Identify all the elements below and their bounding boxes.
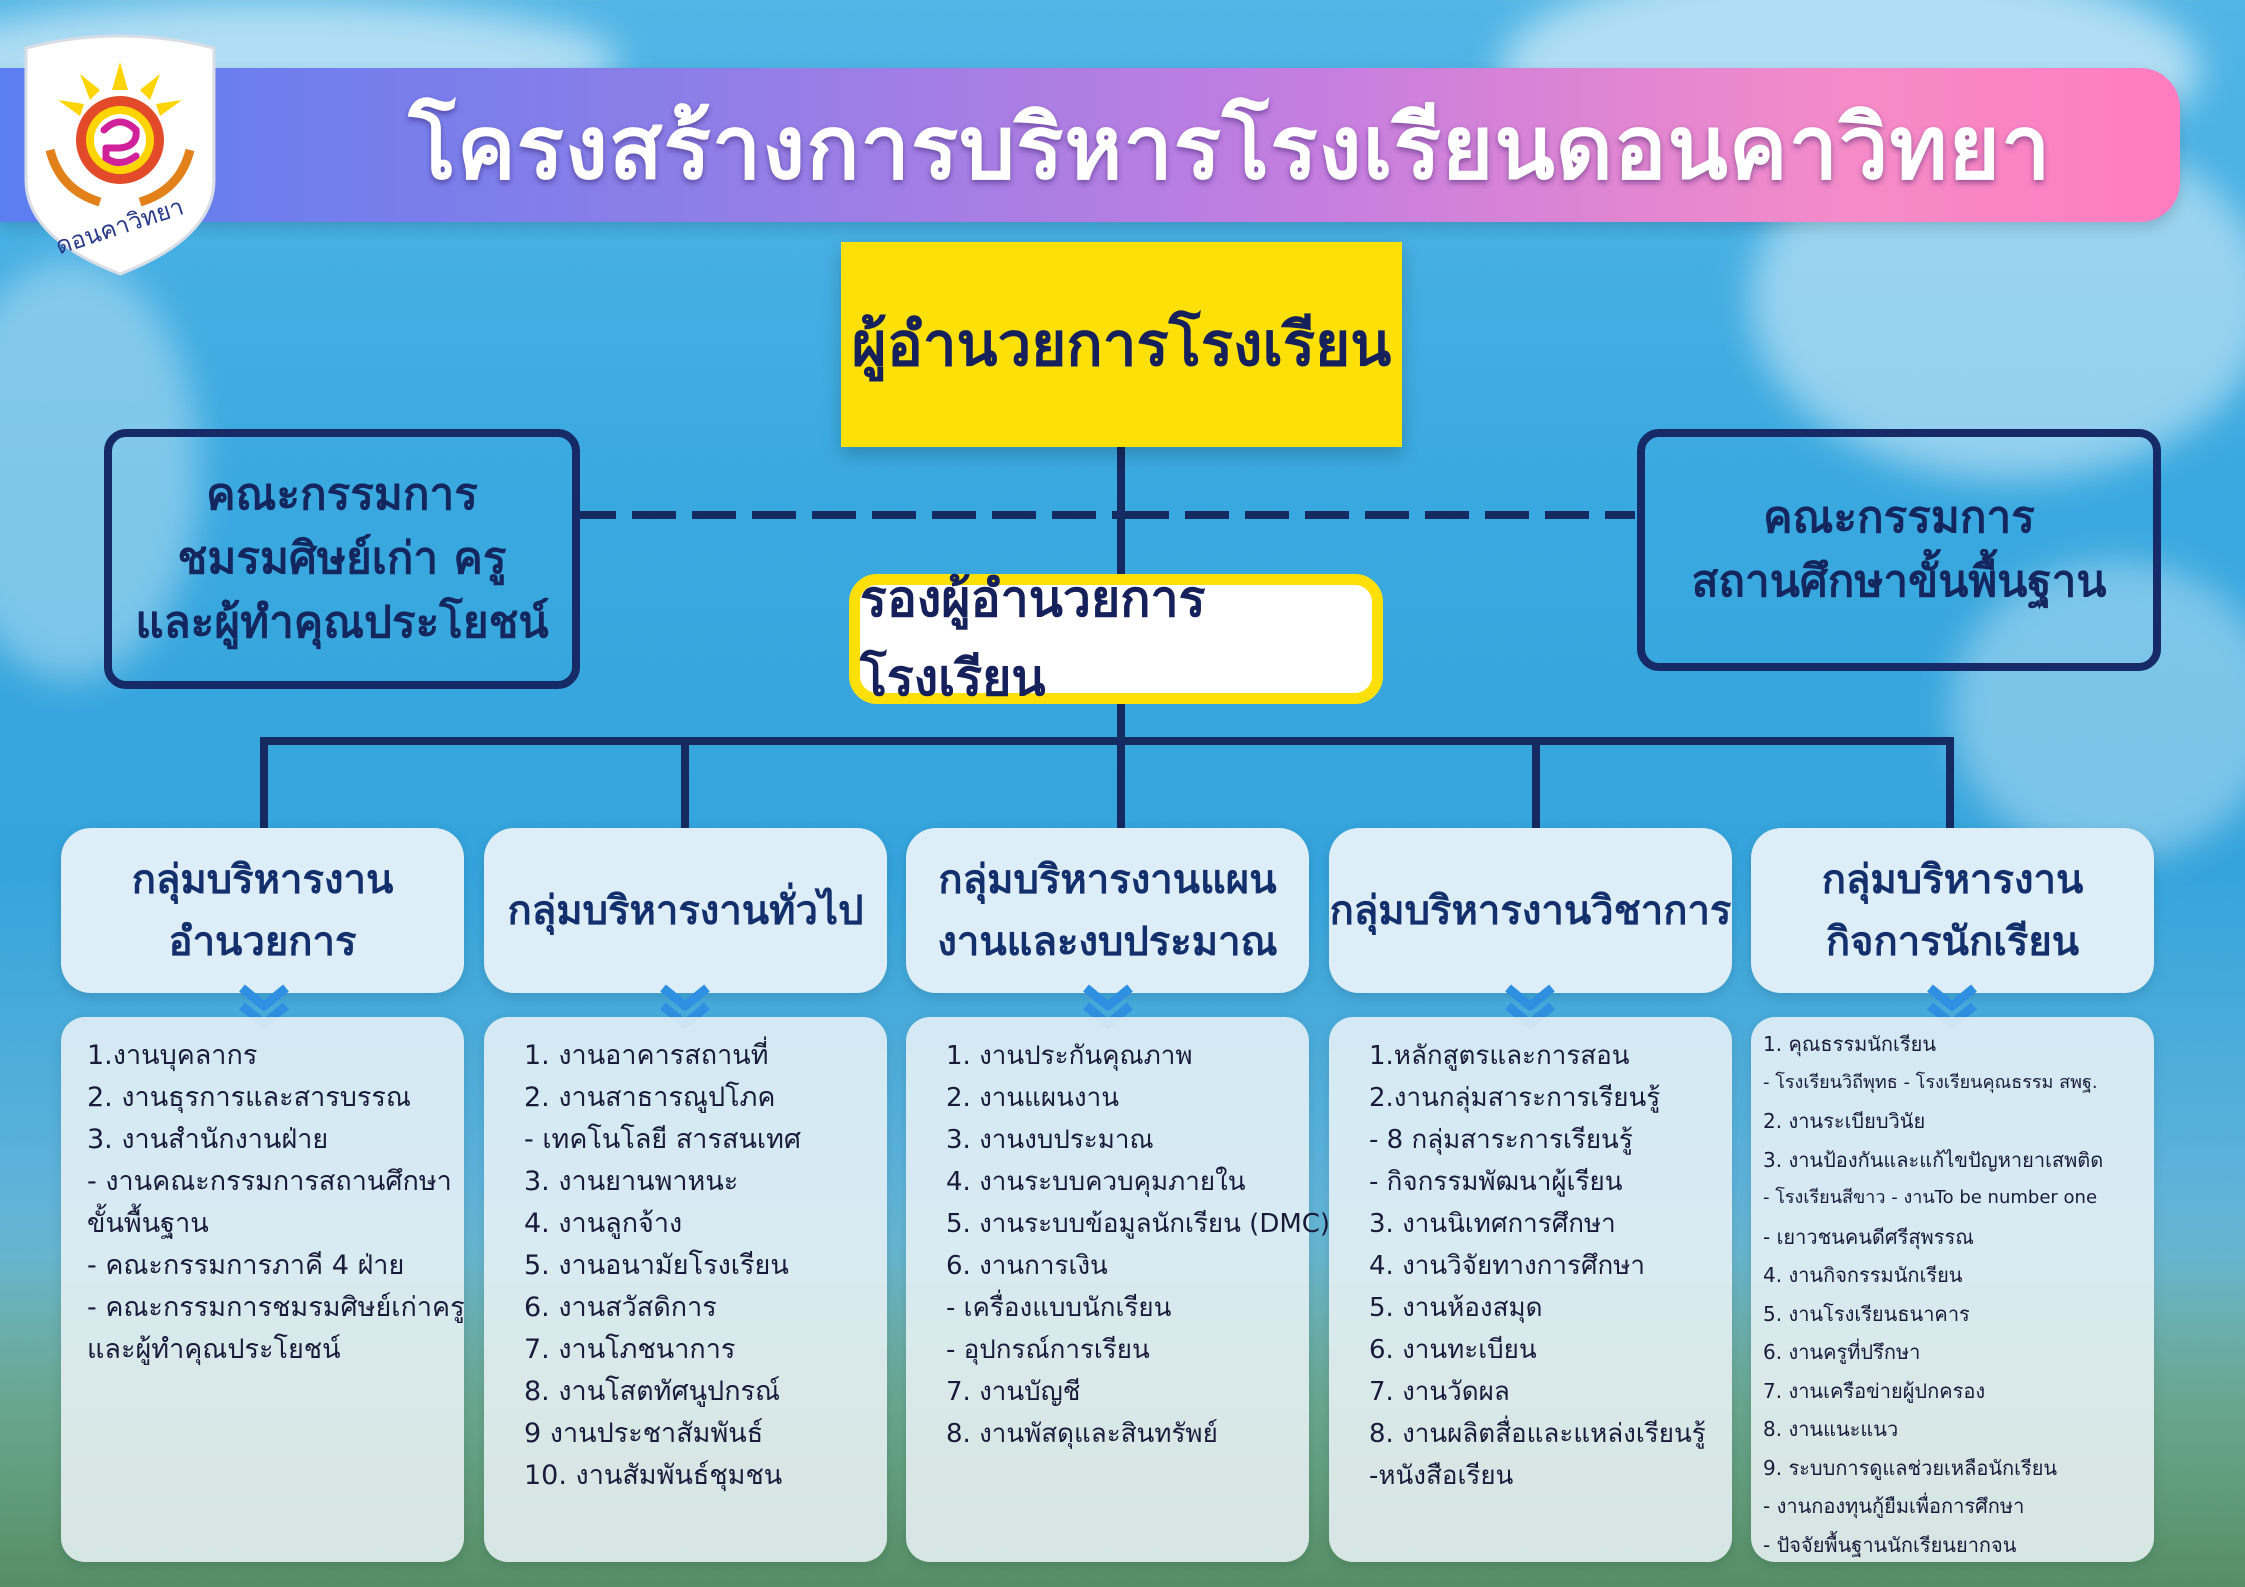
list-item: 3. งานยานพาหนะ bbox=[524, 1166, 739, 1197]
list-item: 10. งานสัมพันธ์ชุมชน bbox=[524, 1460, 783, 1491]
list-item: - อุปกรณ์การเรียน bbox=[946, 1335, 1150, 1365]
connector-group-2 bbox=[681, 737, 689, 830]
list-item: 6. งานครูที่ปรึกษา bbox=[1763, 1340, 1921, 1364]
list-item: - คณะกรรมการชมรมศิษย์เก่าครู bbox=[87, 1292, 465, 1323]
list-item: 2. งานสาธารณูปโภค bbox=[524, 1082, 776, 1113]
list-item: 6. งานสวัสดิการ bbox=[524, 1292, 717, 1323]
list-item: 3. งานงบประมาณ bbox=[946, 1125, 1154, 1155]
list-item: 9 งานประชาสัมพันธ์ bbox=[524, 1418, 764, 1449]
list-item: 3. งานนิเทศการศึกษา bbox=[1369, 1209, 1616, 1239]
list-item: 8. งานพัสดุและสินทรัพย์ bbox=[946, 1419, 1218, 1449]
list-item: - งานกองทุนกู้ยืมเพื่อการศึกษา bbox=[1763, 1494, 2025, 1518]
list-item: 1. คุณธรรมนักเรียน bbox=[1763, 1032, 1936, 1056]
list-item: - คณะกรรมการภาคี 4 ฝ่าย bbox=[87, 1250, 405, 1281]
list-item: 4. งานลูกจ้าง bbox=[524, 1208, 683, 1239]
list-item: 5. งานอนามัยโรงเรียน bbox=[524, 1250, 789, 1281]
cloud bbox=[0, 260, 200, 680]
list-item: 1. งานประกันคุณภาพ bbox=[946, 1041, 1193, 1071]
group-body-student-affairs: 1. คุณธรรมนักเรียน - โรงเรียนวิถีพุทธ - … bbox=[1751, 1017, 2154, 1562]
list-item: 7. งานวัดผล bbox=[1369, 1377, 1510, 1407]
connector-group-5 bbox=[1946, 737, 1954, 830]
group-title-line: อำนวยการ bbox=[168, 918, 357, 965]
list-item: 5. งานห้องสมุด bbox=[1369, 1293, 1543, 1323]
list-item: 8. งานผลิตสื่อและแหล่งเรียนรู้ bbox=[1369, 1419, 1706, 1449]
list-item: 7. งานบัญชี bbox=[946, 1377, 1081, 1407]
list-item: 5. งานโรงเรียนธนาคาร bbox=[1763, 1301, 1970, 1326]
list-item: 2. งานแผนงาน bbox=[946, 1083, 1119, 1113]
connector-group-3 bbox=[1117, 737, 1125, 830]
group-head-student-affairs: กลุ่มบริหารงาน กิจการนักเรียน bbox=[1751, 828, 2154, 993]
group-title-line: กลุ่มบริหารงานแผน bbox=[938, 856, 1277, 903]
connector-group-4 bbox=[1532, 737, 1540, 830]
page-title: โครงสร้างการบริหารโรงเรียนดอนคาวิทยา bbox=[408, 96, 2052, 199]
group-title-line: กิจการนักเรียน bbox=[1825, 918, 2080, 965]
list-item: 1.หลักสูตรและการสอน bbox=[1369, 1041, 1630, 1071]
list-item: 8. งานโสตทัศนูปกรณ์ bbox=[524, 1376, 781, 1407]
connector-director-deputy bbox=[1117, 447, 1125, 575]
group-body-administration: 1.งานบุคลากร 2. งานธุรการและสารบรรณ 3. ง… bbox=[61, 1017, 465, 1562]
group-head-administration: กลุ่มบริหารงาน อำนวยการ bbox=[61, 828, 464, 993]
group-body-planning-budget: 1. งานประกันคุณภาพ 2. งานแผนงาน 3. งานงบ… bbox=[906, 1017, 1331, 1562]
connector-deputy-down bbox=[1117, 704, 1125, 741]
dashed-connector-left bbox=[572, 511, 1117, 519]
list-item: - กิจกรรมพัฒนาผู้เรียน bbox=[1369, 1167, 1623, 1197]
group-head-general: กลุ่มบริหารงานทั่วไป bbox=[484, 828, 887, 993]
group-title-line: กลุ่มบริหารงาน bbox=[131, 856, 394, 903]
group-title-line: กลุ่มบริหารงานทั่วไป bbox=[507, 887, 864, 934]
committee-alumni-line-1: คณะกรรมการ bbox=[206, 469, 478, 520]
list-item: -หนังสือเรียน bbox=[1369, 1461, 1514, 1491]
list-item: 1.งานบุคลากร bbox=[87, 1040, 258, 1071]
list-item: 6. งานทะเบียน bbox=[1369, 1335, 1537, 1365]
connector-group-1 bbox=[260, 737, 268, 830]
list-item: 2. งานระเบียบวินัย bbox=[1763, 1109, 1926, 1133]
list-item: 3. งานป้องกันและแก้ไขปัญหายาเสพติด bbox=[1763, 1147, 2104, 1172]
list-item: - เทคโนโลยี สารสนเทศ bbox=[524, 1124, 802, 1155]
committee-basic-line-2: สถานศึกษาขั้นพื้นฐาน bbox=[1691, 556, 2107, 607]
list-item: ขั้นพื้นฐาน bbox=[87, 1208, 209, 1239]
list-item: 3. งานสำนักงานฝ่าย bbox=[87, 1124, 329, 1155]
director-label: ผู้อำนวยการโรงเรียน bbox=[851, 310, 1392, 380]
list-item: - 8 กลุ่มสาระการเรียนรู้ bbox=[1369, 1125, 1633, 1155]
list-item: และผู้ทำคุณประโยชน์ bbox=[87, 1334, 341, 1365]
title-banner bbox=[0, 68, 2180, 222]
list-item: 6. งานการเงิน bbox=[946, 1251, 1108, 1281]
committee-alumni-line-2: ชมรมศิษย์เก่า ครู bbox=[177, 533, 507, 584]
committee-basic-education-box: คณะกรรมการ สถานศึกษาขั้นพื้นฐาน bbox=[1637, 429, 2161, 671]
committee-alumni-box: คณะกรรมการ ชมรมศิษย์เก่า ครู และผู้ทำคุณ… bbox=[104, 429, 580, 689]
committee-basic-line-1: คณะกรรมการ bbox=[1763, 492, 2035, 543]
list-item: - โรงเรียนวิถีพุทธ - โรงเรียนคุณธรรม สพฐ… bbox=[1763, 1071, 2098, 1093]
committee-alumni-line-3: และผู้ทำคุณประโยชน์ bbox=[135, 597, 549, 648]
dashed-connector-right bbox=[1125, 511, 1635, 519]
group-title-line: งานและงบประมาณ bbox=[937, 918, 1278, 965]
connector-horizontal-bus bbox=[260, 737, 1954, 745]
list-item: 8. งานแนะแนว bbox=[1763, 1417, 1899, 1441]
list-item: 4. งานระบบควบคุมภายใน bbox=[946, 1167, 1246, 1197]
list-item: 5. งานระบบข้อมูลนักเรียน (DMC) bbox=[946, 1209, 1331, 1239]
group-body-academic: 1.หลักสูตรและการสอน 2.งานกลุ่มสาระการเรี… bbox=[1329, 1017, 1732, 1562]
list-item: 1. งานอาคารสถานที่ bbox=[524, 1040, 769, 1071]
cloud bbox=[1950, 560, 2245, 860]
list-item: - เยาวชนคนดีศรีสุพรรณ bbox=[1763, 1224, 1974, 1249]
deputy-director-label: รองผู้อำนวยการโรงเรียน bbox=[860, 570, 1206, 707]
list-item: 9. ระบบการดูแลช่วยเหลือนักเรียน bbox=[1763, 1455, 2058, 1480]
group-title-line: กลุ่มบริหารงานวิชาการ bbox=[1329, 887, 1732, 934]
list-item: 4. งานกิจกรรมนักเรียน bbox=[1763, 1263, 1963, 1287]
list-item: - ปัจจัยพื้นฐานนักเรียนยากจน bbox=[1763, 1532, 2017, 1557]
director-box: ผู้อำนวยการโรงเรียน bbox=[841, 242, 1402, 447]
list-item: - เครื่องแบบนักเรียน bbox=[946, 1293, 1172, 1323]
group-title-line: กลุ่มบริหารงาน bbox=[1821, 856, 2084, 903]
list-item: 2.งานกลุ่มสาระการเรียนรู้ bbox=[1369, 1083, 1661, 1113]
group-head-academic: กลุ่มบริหารงานวิชาการ bbox=[1329, 828, 1732, 993]
group-body-general: 1. งานอาคารสถานที่ 2. งานสาธารณูปโภค - เ… bbox=[484, 1017, 887, 1562]
list-item: 4. งานวิจัยทางการศึกษา bbox=[1369, 1251, 1645, 1281]
list-item: 7. งานเครือข่ายผู้ปกครอง bbox=[1763, 1378, 1986, 1403]
list-item: - โรงเรียนสีขาว - งานTo be number one bbox=[1763, 1187, 2098, 1208]
school-logo: ดอนคาวิทยา bbox=[24, 34, 216, 276]
group-head-planning-budget: กลุ่มบริหารงานแผน งานและงบประมาณ bbox=[906, 828, 1309, 993]
list-item: 2. งานธุรการและสารบรรณ bbox=[87, 1082, 411, 1113]
list-item: 7. งานโภชนาการ bbox=[524, 1334, 736, 1365]
list-item: - งานคณะกรรมการสถานศึกษา bbox=[87, 1166, 452, 1197]
deputy-director-box: รองผู้อำนวยการโรงเรียน bbox=[849, 570, 1383, 707]
